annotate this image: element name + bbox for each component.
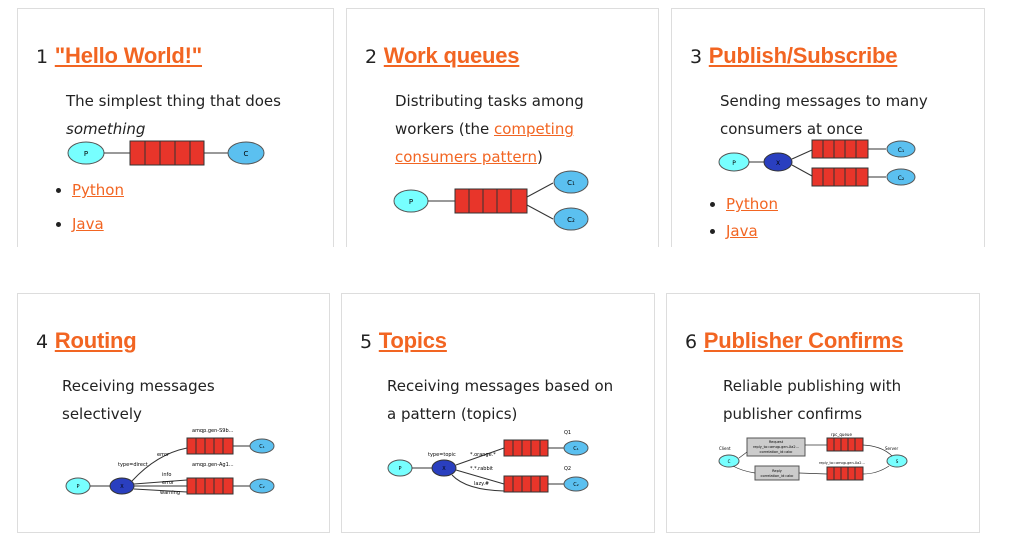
diagram-label: X [442,466,446,472]
diagram-label: Reply [772,469,782,473]
work-queues-diagram: P C₁ C₂ [393,170,589,231]
language-list: Python Java [702,191,778,245]
link-java[interactable]: Java [726,222,758,240]
diagram-label: P [84,150,88,158]
diagram-label: Q2 [564,466,571,472]
diagram-label: type=direct [118,462,148,468]
diagram-label: reply_to=amqp.gen-Xa2... [753,445,799,449]
diagram-label: error [157,452,170,458]
diagram-label: X [776,160,780,167]
diagram-label: P [409,198,413,206]
tutorial-card-2: 2 Work queues Distributing tasks among w… [346,8,659,268]
diagram-label: Request [769,440,784,444]
tutorial-card-5: 5 Topics Receiving messages based on a p… [341,293,655,533]
tutorial-link-topics[interactable]: Topics [378,328,447,353]
tutorial-link-publisher-confirms[interactable]: Publisher Confirms [703,328,904,353]
diagram-label: correlation_id=abc [760,450,793,454]
diagram-label: C₂ [567,216,575,224]
card-description: Sending messages to many consumers at on… [720,92,928,138]
routing-diagram: amqp.gen-S9b... amqp.gen-Ag1... type=dir… [65,428,275,496]
publisher-confirms-diagram: Client Server rpc_queue reply_to=amqp.ge… [718,432,908,481]
tutorial-link-publish-subscribe[interactable]: Publish/Subscribe [708,43,898,68]
diagram-label: P [732,160,736,167]
hello-world-diagram: P C [67,140,265,166]
link-python[interactable]: Python [72,181,124,199]
tutorial-link-routing[interactable]: Routing [54,328,137,353]
language-list: Python Java [48,173,124,241]
diagram-label: info [162,472,171,478]
tutorial-card-3: 3 Publish/Subscribe Sending messages to … [671,8,985,268]
tutorial-card-6: 6 Publisher Confirms Reliable publishing… [666,293,980,533]
tutorial-link-work-queues[interactable]: Work queues [383,43,520,68]
diagram-label: lazy.# [474,481,489,487]
diagram-label: C [244,150,249,158]
diagram-label: C₁ [573,446,579,452]
diagram-label: reply_to=amqp.gen-Xa2... [819,461,865,465]
diagram-label: C₁ [259,444,265,450]
card-title: 4 Routing [36,328,137,353]
diagram-label: C₂ [573,482,579,488]
diagram-label: Server [885,446,898,451]
diagram-label: X [120,484,124,490]
diagram-label: C₁ [567,179,575,187]
diagram-label: Q1 [564,430,571,436]
diagram-label: C [728,459,731,464]
diagram-label: Client [719,446,731,451]
topics-diagram: Q1 Q2 type=topic P X *.orange.* *.*.rabb… [387,430,589,493]
link-python[interactable]: Python [726,195,778,213]
card-title: 5 Topics [360,328,447,353]
diagram-label: correlation_id=abc [761,474,794,478]
diagram-label: warning [160,490,180,496]
diagram-label: amqp.gen-S9b... [192,428,234,434]
diagram-label: amqp.gen-Ag1... [192,462,234,468]
diagram-label: *.*.rabbit [470,466,493,472]
card-description: Receiving messages selectively [62,377,215,423]
card-description: Receiving messages based on a pattern (t… [387,377,614,423]
diagram-label: S [896,459,899,464]
card-title: 6 Publisher Confirms [685,328,904,353]
card-title: 3 Publish/Subscribe [690,43,898,68]
diagram-label: C₂ [259,484,265,490]
diagram-label: *.orange.* [470,452,496,458]
link-java[interactable]: Java [72,215,104,233]
card-title: 1 "Hello World!" [36,43,202,68]
card-description: Distributing tasks among workers (the co… [395,92,584,166]
row-separator [0,247,1013,292]
diagram-label: type=topic [428,452,456,458]
card-description: Reliable publishing with publisher confi… [723,377,902,423]
tutorial-card-4: 4 Routing Receiving messages selectively… [17,293,330,533]
competing-consumers-link[interactable]: competing consumers pattern [395,120,574,166]
tutorial-link-hello-world[interactable]: "Hello World!" [54,43,202,68]
card-title: 2 Work queues [365,43,520,68]
diagram-label: P [76,484,79,490]
diagram-label: rpc_queue [831,432,852,437]
tutorial-card-1: 1 "Hello World!" The simplest thing that… [17,8,334,268]
diagram-label: P [398,466,401,472]
diagram-label: error [162,480,175,486]
publish-subscribe-diagram: P X C₁ C₂ [718,139,916,187]
diagram-label: C₁ [898,147,905,154]
diagram-label: C₂ [898,175,905,182]
